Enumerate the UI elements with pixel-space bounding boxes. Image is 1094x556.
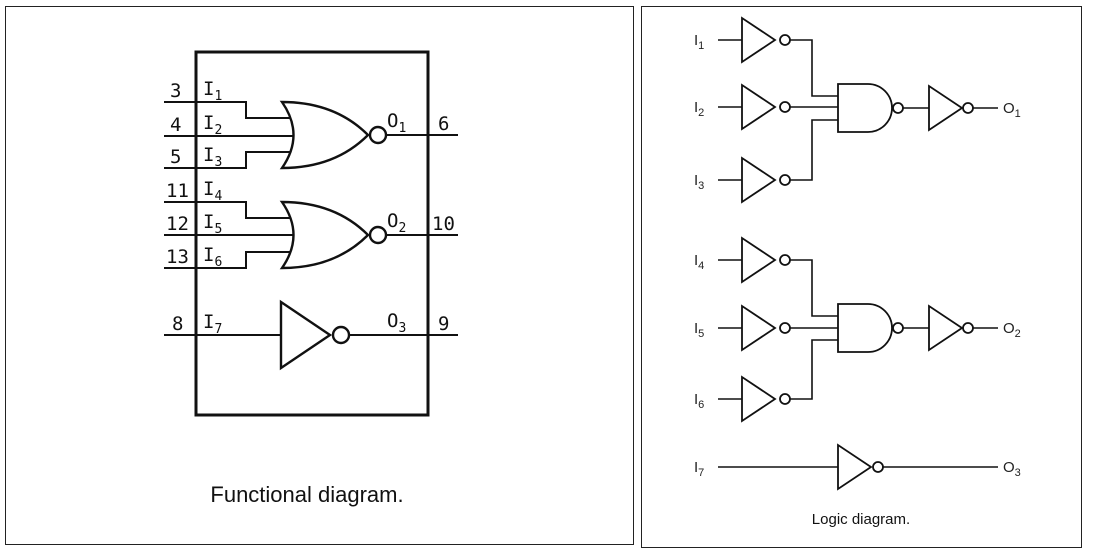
input-inverter-1 bbox=[741, 16, 791, 64]
nor-gate-2 bbox=[279, 200, 388, 270]
logic-input-label-2: I2 bbox=[694, 99, 704, 119]
pin-4-label: 4 bbox=[170, 114, 181, 136]
logic-input-label-5: I5 bbox=[694, 320, 704, 340]
logic-input-label-3: I3 bbox=[694, 172, 704, 192]
pin-8-label: 8 bbox=[172, 313, 183, 335]
nor-gate-1 bbox=[279, 100, 388, 170]
pin-6-label: 6 bbox=[438, 113, 449, 135]
logic-group-3 bbox=[718, 443, 998, 491]
output-inverter-2 bbox=[928, 304, 974, 352]
func-output-label-2: O2 bbox=[387, 210, 406, 236]
input-inverter-3 bbox=[741, 156, 791, 204]
inverter-gate-7 bbox=[279, 299, 351, 371]
functional-diagram-caption: Functional diagram. bbox=[210, 482, 404, 507]
logic-diagram-caption: Logic diagram. bbox=[811, 511, 911, 528]
logic-output-label-3: O3 bbox=[1003, 459, 1021, 479]
func-input-label-1: I1 bbox=[203, 78, 222, 104]
logic-group-2 bbox=[718, 236, 998, 423]
nand-gate-2 bbox=[837, 303, 904, 353]
input-inverter-2 bbox=[741, 83, 791, 131]
pin-5-label: 5 bbox=[170, 146, 181, 168]
pin-13-label: 13 bbox=[166, 246, 189, 268]
func-output-label-3: O3 bbox=[387, 310, 406, 336]
functional-diagram: 3 4 5 11 12 13 8 6 10 9 I1 I2 I3 I4 I5 I… bbox=[164, 50, 458, 417]
func-input-label-5: I5 bbox=[203, 211, 222, 237]
func-input-label-3: I3 bbox=[203, 144, 222, 170]
func-input-label-7: I7 bbox=[203, 311, 222, 337]
inverter-7 bbox=[837, 443, 884, 491]
logic-input-label-7: I7 bbox=[694, 459, 704, 479]
pin-12-label: 12 bbox=[166, 213, 189, 235]
logic-output-label-2: O2 bbox=[1003, 320, 1021, 340]
logic-diagram: I1 I2 I3 I4 I5 I6 I7 O1 O2 O3 bbox=[694, 16, 1021, 491]
func-input-label-2: I2 bbox=[203, 112, 222, 138]
logic-group-1 bbox=[718, 16, 998, 204]
pin-10-label: 10 bbox=[432, 213, 455, 235]
func-input-label-4: I4 bbox=[203, 178, 222, 204]
functional-output-wires bbox=[349, 134, 458, 336]
nand-gate-1 bbox=[837, 83, 904, 133]
logic-input-label-4: I4 bbox=[694, 252, 704, 272]
logic-output-label-1: O1 bbox=[1003, 100, 1021, 120]
input-inverter-4 bbox=[741, 236, 791, 284]
logic-input-label-6: I6 bbox=[694, 391, 704, 411]
functional-input-wires bbox=[164, 101, 296, 336]
input-inverter-5 bbox=[741, 304, 791, 352]
func-input-label-6: I6 bbox=[203, 244, 222, 270]
functional-diagram-panel bbox=[5, 6, 634, 545]
pin-3-label: 3 bbox=[170, 80, 181, 102]
output-inverter-1 bbox=[928, 84, 974, 132]
pin-9-label: 9 bbox=[438, 313, 449, 335]
func-output-label-1: O1 bbox=[387, 110, 406, 136]
ic-package-outline bbox=[194, 50, 430, 417]
input-inverter-6 bbox=[741, 375, 791, 423]
logic-input-label-1: I1 bbox=[694, 32, 704, 52]
pin-11-label: 11 bbox=[166, 180, 189, 202]
